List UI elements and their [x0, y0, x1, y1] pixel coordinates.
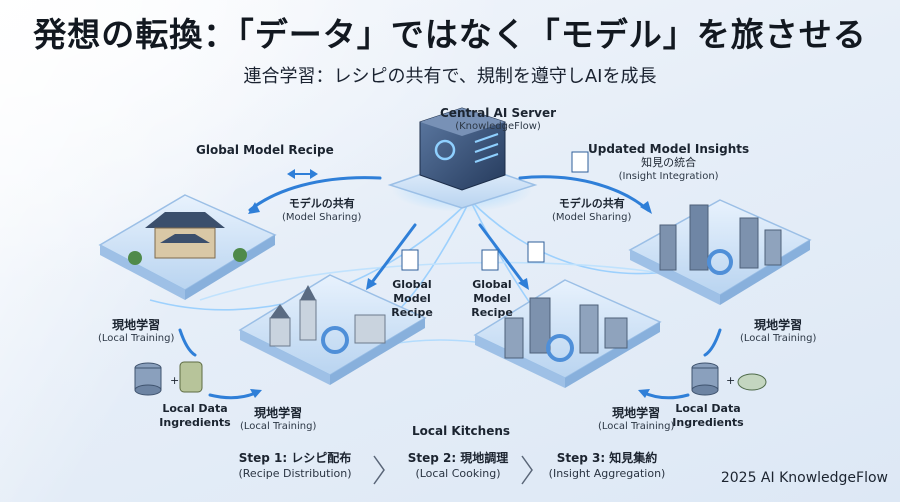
ingredients-bowl-icon: [737, 373, 767, 391]
footer-brand: 2025 AI KnowledgeFlow: [720, 470, 888, 486]
arrow-data-to-town: [208, 390, 260, 400]
arrow-server-to-town: [368, 223, 417, 287]
svg-text:+: +: [726, 374, 735, 387]
recipe-document-icon: [481, 249, 499, 271]
global-recipe-top-label: Global Model Recipe: [196, 143, 334, 157]
recipe-doc-icons: [401, 151, 589, 271]
recipe-document-icon: [401, 249, 419, 271]
insights-label: Updated Model Insights 知見の統合 (Insight In…: [588, 142, 750, 182]
ingredients-jar-icon: [179, 361, 203, 393]
page-subtitle: 連合学習：レシピの共有で、規制を遵守しAIを成長: [243, 66, 657, 87]
global-recipe-mid-right-label: Global Model Recipe: [471, 278, 513, 319]
step-3: Step 3: 知見集約 (Insight Aggregation): [548, 451, 666, 480]
local-training-right-label: 現地学習 (Local Training): [740, 318, 817, 344]
arrow-skyscrapers-to-server: [518, 175, 650, 212]
data-ingredients-right: +: [691, 362, 767, 396]
gear-icon: [321, 326, 349, 354]
chevron-right-icon: [521, 455, 533, 485]
chart-document-icon: [571, 151, 589, 173]
local-training-bottom-right-label: 現地学習 (Local Training): [598, 406, 675, 432]
data-ingredients-left: +: [134, 361, 203, 396]
arrow-server-to-city: [478, 223, 527, 287]
platform-city: [473, 279, 662, 388]
central-server: [387, 107, 538, 212]
server-label: Central AI Server (KnowledgeFlow): [440, 106, 557, 132]
gear-icon: [707, 249, 733, 275]
platform-town: [238, 274, 427, 385]
arrow-data-to-city: [640, 390, 690, 400]
local-data-left-label: Local Data Ingredients: [159, 402, 231, 429]
gear-icon: [546, 334, 574, 362]
model-sharing-left-label: モデルの共有 (Model Sharing): [282, 197, 362, 223]
local-training-left-label: 現地学習 (Local Training): [98, 318, 175, 344]
temple-roof-icon: [145, 212, 225, 228]
local-training-bottom-left-label: 現地学習 (Local Training): [240, 406, 317, 432]
platform-temple: [98, 194, 277, 300]
step-1: Step 1: レシピ配布 (Recipe Distribution): [238, 451, 352, 480]
step-2: Step 2: 現地調理 (Local Cooking): [407, 451, 509, 480]
chevron-right-icon: [373, 455, 385, 485]
arrows: [178, 169, 722, 400]
platform-skyscrapers: [628, 199, 812, 305]
arrow-skyscraper-training: [703, 328, 722, 357]
svg-text:+: +: [170, 374, 179, 387]
ai-chip-icon: [434, 139, 456, 161]
chart-document-icon: [527, 241, 545, 263]
local-data-right-label: Local Data Ingredients: [672, 402, 744, 429]
arrow-server-to-temple: [248, 176, 382, 212]
arrow-temple-training: [178, 328, 197, 357]
steps-bar: Step 1: レシピ配布 (Recipe Distribution) Step…: [220, 450, 690, 496]
page-title: 発想の転換：「データ」ではなく「モデル」を旅させる: [33, 15, 867, 54]
local-kitchens-label: Local Kitchens: [412, 424, 511, 438]
model-sharing-right-label: モデルの共有 (Model Sharing): [552, 197, 632, 223]
global-recipe-mid-left-label: Global Model Recipe: [391, 278, 433, 319]
